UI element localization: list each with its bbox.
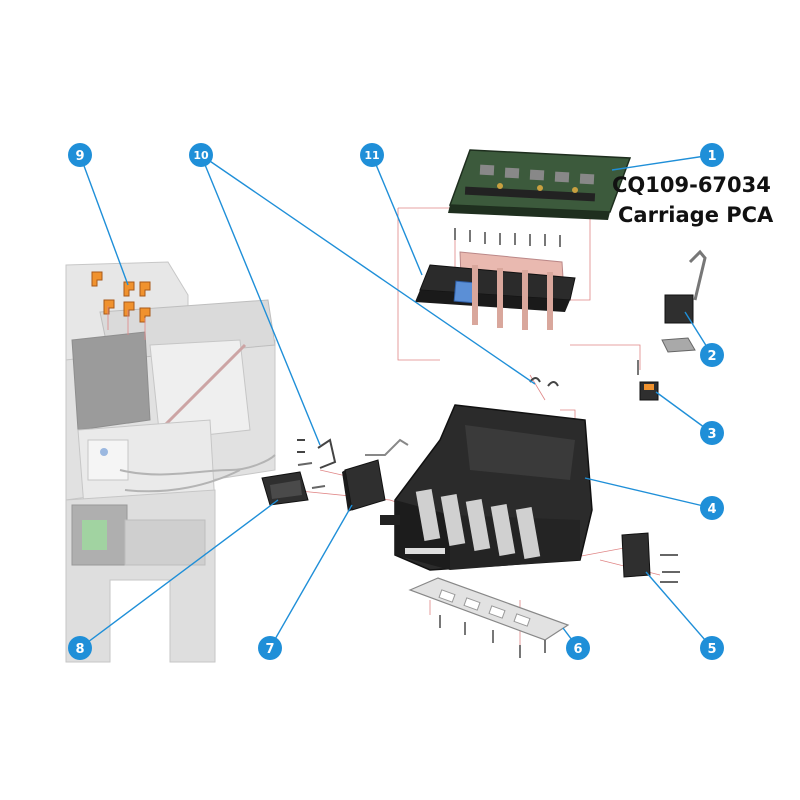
callout-9: 9	[68, 143, 92, 167]
callout-7-number: 7	[265, 642, 274, 657]
orange-clips	[91, 271, 151, 323]
callout-6-number: 6	[573, 642, 582, 657]
pca-screws	[454, 228, 561, 247]
callout-9-number: 9	[75, 149, 84, 164]
callout-11: 11	[360, 143, 384, 167]
callout-4-number: 4	[707, 502, 716, 517]
clip-guide-lines	[107, 306, 146, 340]
callout-4: 4	[700, 496, 724, 520]
black-module	[342, 438, 409, 512]
callout-1-number: 1	[707, 149, 716, 164]
flat-plate	[408, 577, 570, 658]
callout-2-number: 2	[707, 349, 716, 364]
callout-2: 2	[700, 343, 724, 367]
part-name-label: Carriage PCA	[618, 203, 774, 227]
carriage-body	[380, 404, 593, 571]
callout-10-number: 10	[193, 149, 209, 162]
carriage-pca-board	[448, 149, 632, 220]
small-sensor	[637, 360, 659, 401]
callout-5-number: 5	[707, 642, 716, 657]
callout-10: 10	[189, 143, 213, 167]
printer-frame-context	[65, 261, 276, 663]
callout-1: 1	[700, 143, 724, 167]
carriage-cover-with-cables	[415, 251, 576, 330]
callout-8-number: 8	[75, 642, 84, 657]
callout-8: 8	[68, 636, 92, 660]
small-clips	[297, 377, 559, 469]
callout-7: 7	[258, 636, 282, 660]
callout-3-number: 3	[707, 427, 716, 442]
callout-11-number: 11	[364, 149, 379, 162]
side-connector	[621, 532, 680, 583]
callout-5: 5	[700, 636, 724, 660]
sensor-bracket	[661, 249, 707, 353]
part-number-label: CQ109-67034	[612, 173, 771, 197]
small-block	[261, 462, 326, 506]
leader-lines	[79, 154, 713, 649]
callout-3: 3	[700, 421, 724, 445]
callout-6: 6	[566, 636, 590, 660]
